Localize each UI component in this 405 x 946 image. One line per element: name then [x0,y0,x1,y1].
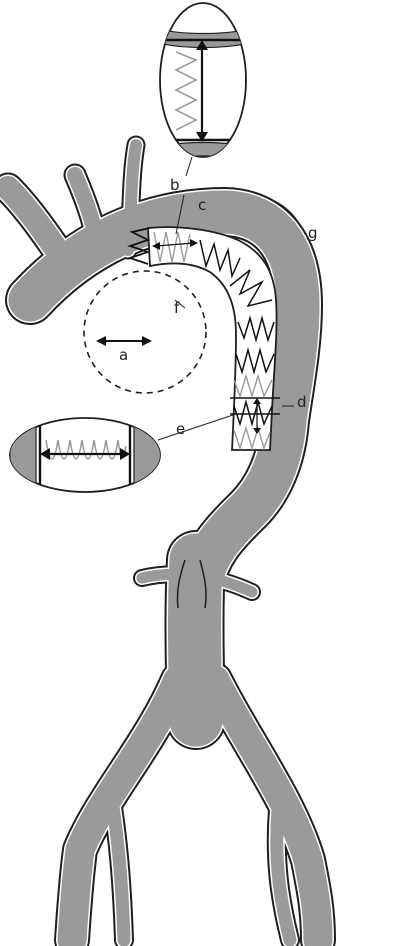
label-f: f [174,299,180,317]
label-e: e [176,420,185,438]
leader-e [158,414,236,440]
arch-curvature-indicator [84,271,206,393]
stent-graft [130,227,280,450]
label-d: d [297,393,307,411]
label-a: a [119,346,128,364]
inset-vessel-right [134,420,162,490]
inset-vessel-left [10,420,36,490]
label-c: c [198,196,206,214]
label-b: b [170,176,180,194]
arch-curvature-circle [84,271,206,393]
leader-top-inset [186,157,192,176]
distal-inset [10,418,162,492]
proximal-inset [150,3,260,162]
inset-vessel-bottom [150,143,260,163]
label-g: g [308,224,318,242]
